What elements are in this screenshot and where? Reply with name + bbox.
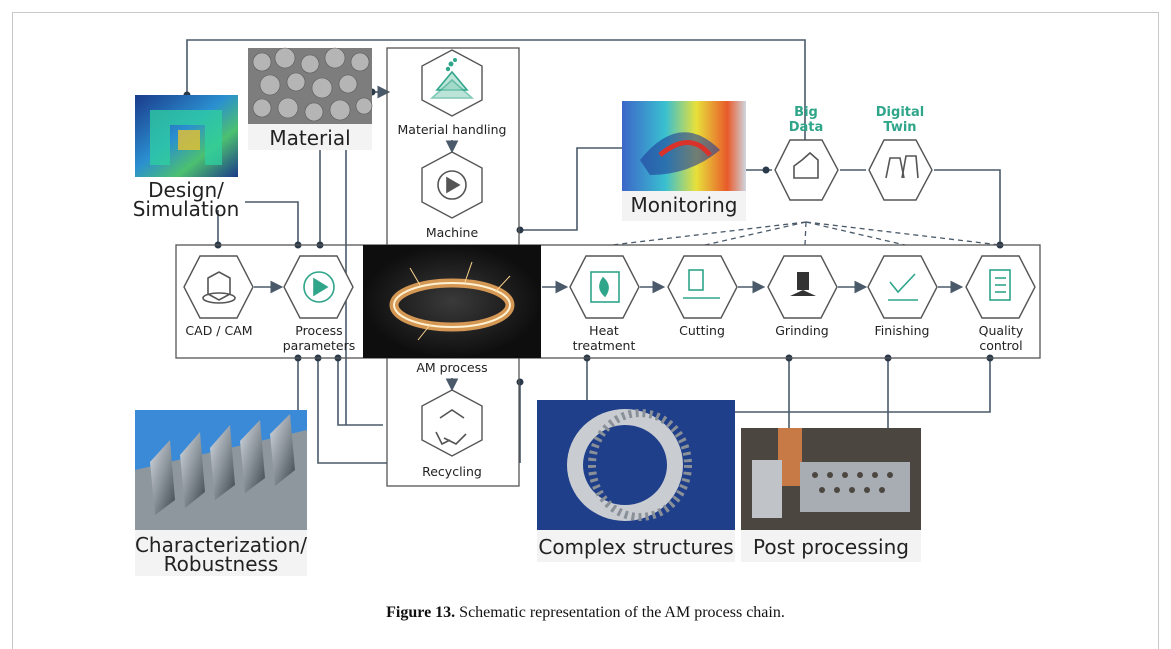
am-process-image (363, 245, 541, 358)
monitoring-label: Monitoring (631, 193, 738, 217)
quality-control-label-line2: control (979, 338, 1022, 353)
design-label-line1: Design/ (148, 178, 224, 202)
quality-control-icon (965, 255, 1036, 319)
cutting-label: Cutting (679, 323, 725, 338)
machine-label: Machine (426, 225, 479, 240)
characterization-image (135, 410, 307, 530)
complex-structures-image (537, 400, 735, 530)
characterization-label-line2: Robustness (164, 552, 279, 576)
big-data-label-line2: Data (789, 120, 824, 135)
figure-caption-text: Schematic representation of the AM proce… (455, 604, 785, 621)
monitoring-image (622, 101, 746, 191)
figure-frame (12, 12, 1159, 649)
design-simulation-image (135, 95, 238, 177)
material-handling-label: Material handling (398, 122, 507, 137)
dashed-links (611, 221, 1001, 246)
finishing-label: Finishing (875, 323, 930, 338)
post-processing-image (741, 428, 921, 530)
quality-control-label-line1: Quality (979, 323, 1024, 338)
process-chain-diagram: Design/ Simulation Material Material han… (133, 39, 1041, 576)
figure-caption: Figure 13. Schematic representation of t… (0, 604, 1171, 622)
recycling-label: Recycling (422, 464, 482, 479)
figure-number: Figure 13. (386, 604, 456, 621)
characterization-label-line1: Characterization/ (135, 533, 307, 557)
am-process-label: AM process (416, 360, 487, 375)
process-parameters-label-line1: Process (295, 323, 342, 338)
material-powder-image (248, 47, 373, 124)
complex-structures-label: Complex structures (538, 535, 733, 559)
digital-twin-icon (868, 139, 933, 201)
design-label-line2: Simulation (133, 197, 240, 221)
grinding-label: Grinding (775, 323, 829, 338)
cad-cam-label: CAD / CAM (185, 323, 252, 338)
process-parameters-label-line2: parameters (283, 338, 356, 353)
material-label: Material (269, 126, 350, 150)
recycling-icon (421, 389, 483, 457)
digital-twin-label-line2: Twin (883, 120, 916, 135)
big-data-icon (774, 139, 839, 201)
big-data-label-line1: Big (794, 105, 818, 120)
post-processing-label: Post processing (753, 535, 909, 559)
heat-treatment-label-line1: Heat (589, 323, 619, 338)
digital-twin-label-line1: Digital (876, 105, 924, 120)
heat-treatment-label-line2: treatment (573, 338, 636, 353)
cad-cam-icon (183, 255, 254, 319)
process-row-box (175, 244, 1041, 359)
